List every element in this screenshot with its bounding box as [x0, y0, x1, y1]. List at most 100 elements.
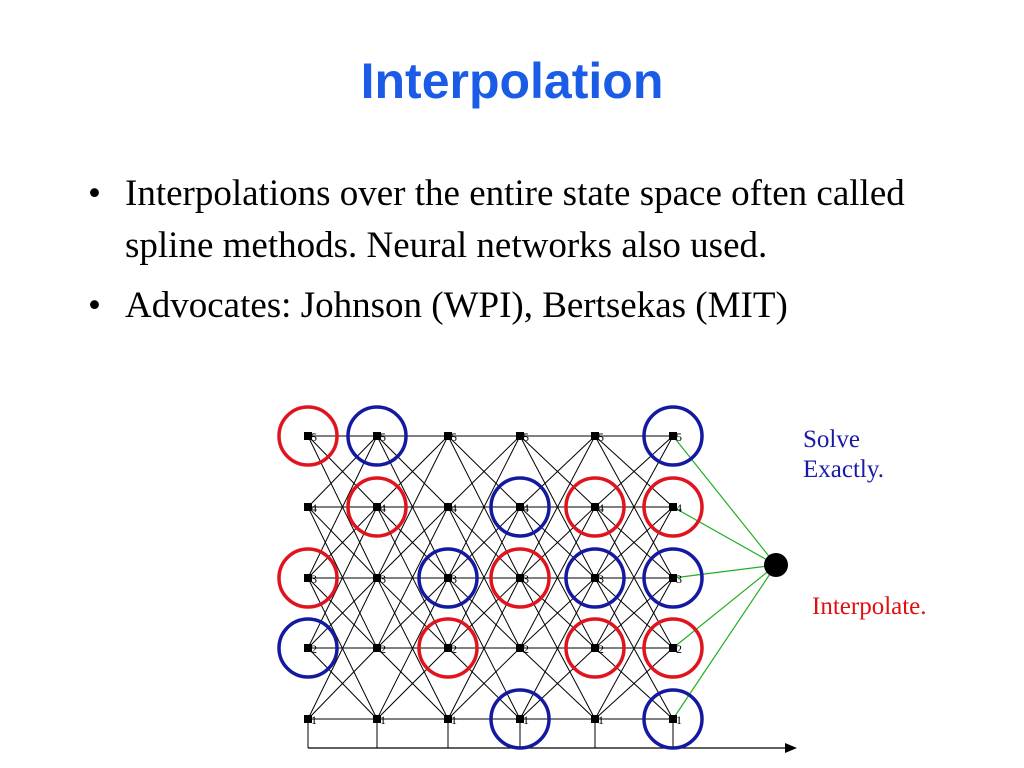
bullet-text: Advocates: Johnson (WPI), Bertsekas (MIT…	[125, 285, 788, 326]
bullet-marker: •	[88, 173, 101, 214]
transition-edge	[307, 577, 378, 649]
bullet-marker: •	[88, 285, 101, 326]
blue-state-circle	[564, 547, 626, 609]
transition-edge	[307, 506, 378, 649]
state-level-label: 3	[451, 572, 457, 586]
transition-edge	[594, 506, 674, 579]
interpolate-label: Interpolate.	[812, 593, 927, 620]
blue-state-circle	[277, 617, 339, 679]
state-level-label: 5	[311, 430, 317, 444]
transition-edge	[594, 647, 674, 720]
transition-edge	[307, 506, 378, 579]
transition-edge	[376, 435, 449, 508]
transition-edge	[376, 577, 449, 649]
red-state-circle	[417, 617, 479, 679]
state-level-label: 4	[451, 501, 457, 515]
transition-edge	[447, 647, 521, 720]
state-node	[591, 644, 599, 652]
transition-edge	[447, 577, 521, 720]
state-node	[516, 432, 524, 440]
highlight-circles	[277, 405, 704, 750]
red-state-circle	[564, 476, 626, 538]
state-level-label: 2	[523, 642, 529, 656]
state-level-label: 5	[380, 430, 386, 444]
transition-edges	[307, 435, 674, 720]
state-level-label: 4	[676, 501, 682, 515]
red-state-circle	[346, 476, 408, 538]
interpolation-edge	[672, 564, 777, 579]
state-level-label: 1	[676, 713, 682, 727]
blue-state-circle	[489, 476, 551, 538]
state-level-label: 1	[523, 713, 529, 727]
state-node	[669, 715, 677, 723]
solve-exactly-label: Solve Exactly.	[803, 426, 884, 483]
state-node	[373, 574, 381, 582]
state-level-label: 3	[523, 572, 529, 586]
transition-edge	[519, 506, 596, 649]
transition-edge	[447, 435, 521, 579]
state-level-label: 3	[598, 572, 604, 586]
state-node	[373, 644, 381, 652]
state-level-label: 4	[523, 501, 529, 515]
state-level-label: 1	[380, 713, 386, 727]
state-node	[591, 574, 599, 582]
blue-state-circle	[642, 688, 704, 750]
bullet-list: • Interpolations over the entire state s…	[88, 168, 988, 332]
state-node	[669, 644, 677, 652]
interpolation-edge	[672, 564, 777, 649]
transition-edge	[307, 577, 378, 720]
transition-edge	[307, 435, 378, 579]
transition-edge	[519, 577, 596, 720]
transition-edge	[447, 577, 521, 649]
state-level-label: 2	[451, 642, 457, 656]
transition-edge	[376, 577, 449, 720]
state-level-label: 3	[676, 572, 682, 586]
blue-state-circle	[417, 547, 479, 609]
state-level-label: 1	[598, 713, 604, 727]
interpolation-edge	[672, 506, 777, 566]
blue-state-circle	[642, 547, 704, 609]
red-state-circle	[277, 405, 339, 467]
red-state-circle	[277, 547, 339, 609]
state-node	[669, 574, 677, 582]
state-node	[304, 715, 312, 723]
blue-state-circle	[642, 405, 704, 467]
transition-edge	[594, 506, 674, 649]
state-node	[373, 503, 381, 511]
state-node	[444, 503, 452, 511]
interpolation-edge	[672, 564, 777, 720]
transition-edge	[447, 506, 521, 579]
state-level-label: 5	[523, 430, 529, 444]
transition-edge	[307, 647, 378, 720]
axis-arrowhead	[785, 743, 797, 753]
terminal-node	[764, 553, 788, 577]
state-node	[669, 503, 677, 511]
state-level-label: 4	[311, 501, 317, 515]
state-level-label: 2	[598, 642, 604, 656]
state-node	[444, 644, 452, 652]
state-node	[516, 503, 524, 511]
red-state-circle	[642, 476, 704, 538]
state-level-label: 5	[598, 430, 604, 444]
transition-edge	[376, 506, 449, 649]
transition-edge	[519, 577, 596, 649]
state-node	[516, 644, 524, 652]
state-level-label: 1	[311, 713, 317, 727]
interpolation-edge	[672, 435, 777, 566]
red-state-circle	[564, 617, 626, 679]
state-node	[591, 432, 599, 440]
state-node	[669, 432, 677, 440]
blue-state-circle	[346, 405, 408, 467]
state-node	[444, 715, 452, 723]
state-node	[516, 715, 524, 723]
state-node	[591, 503, 599, 511]
state-level-label: 2	[311, 642, 317, 656]
slide-title: Interpolation	[360, 53, 664, 109]
bullet-item: • Advocates: Johnson (WPI), Bertsekas (M…	[88, 280, 988, 332]
transition-edge	[594, 577, 674, 720]
state-node	[591, 715, 599, 723]
transition-edge	[307, 435, 378, 508]
transition-edge	[519, 647, 596, 720]
